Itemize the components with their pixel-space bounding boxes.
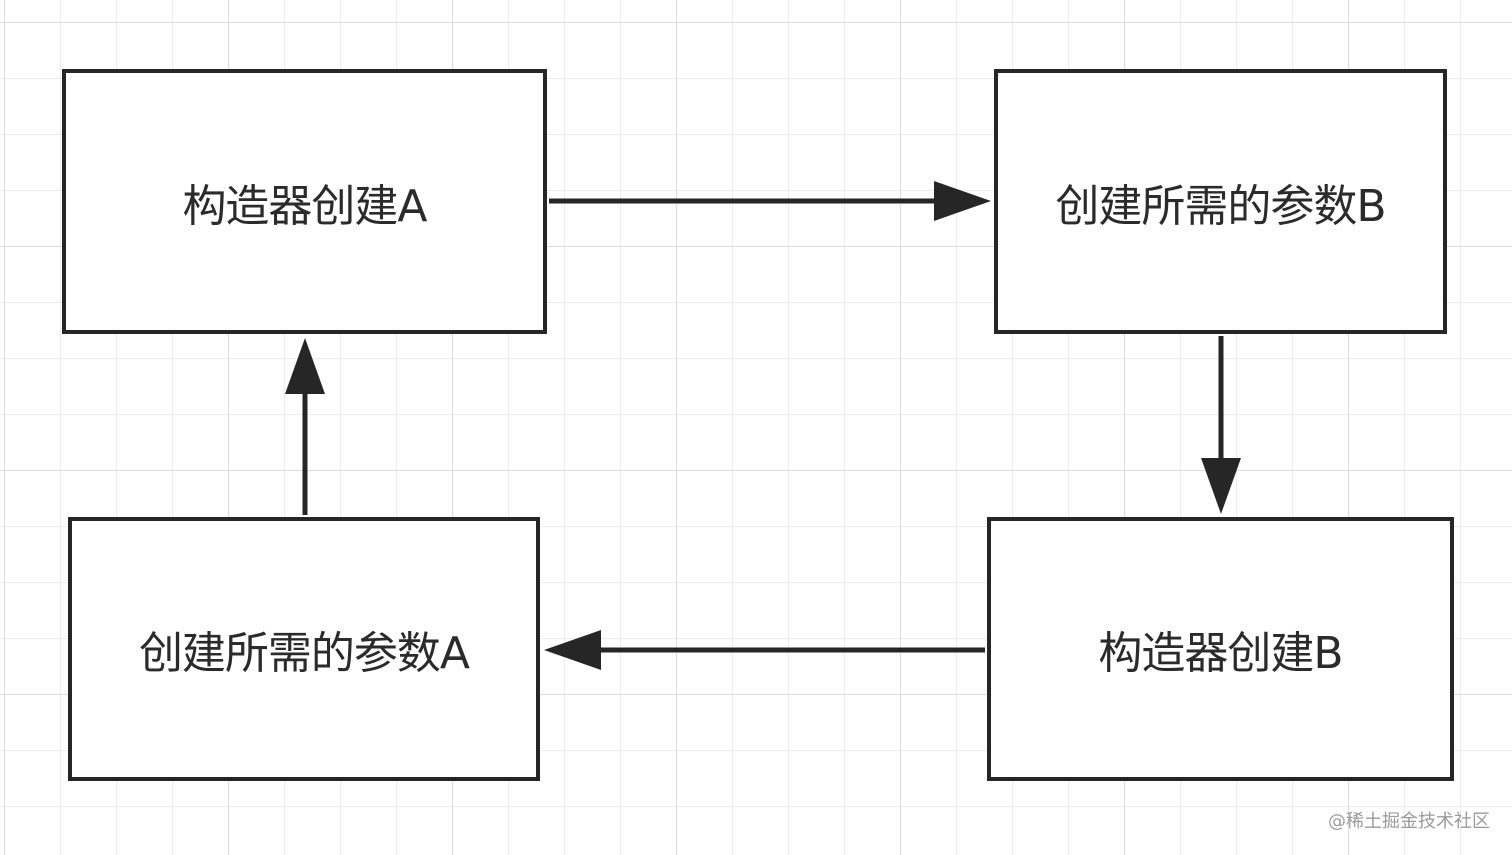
node-create-params-a: 创建所需的参数A [68, 517, 540, 781]
node-constructor-create-a: 构造器创建A [62, 69, 547, 334]
node-label: 创建所需的参数B [1055, 180, 1386, 232]
node-label: 构造器创建A [182, 180, 427, 232]
node-create-params-b: 创建所需的参数B [994, 69, 1447, 334]
node-label: 构造器创建B [1098, 628, 1343, 679]
watermark-text: @稀土掘金技术社区 [1328, 811, 1490, 832]
arrow-a-to-params-b [549, 181, 991, 221]
arrow-params-b-to-b [1201, 336, 1241, 514]
arrow-b-to-params-a [544, 630, 985, 670]
node-constructor-create-b: 构造器创建B [987, 517, 1454, 781]
arrow-params-a-to-a [285, 338, 325, 515]
node-label: 创建所需的参数A [138, 628, 470, 679]
